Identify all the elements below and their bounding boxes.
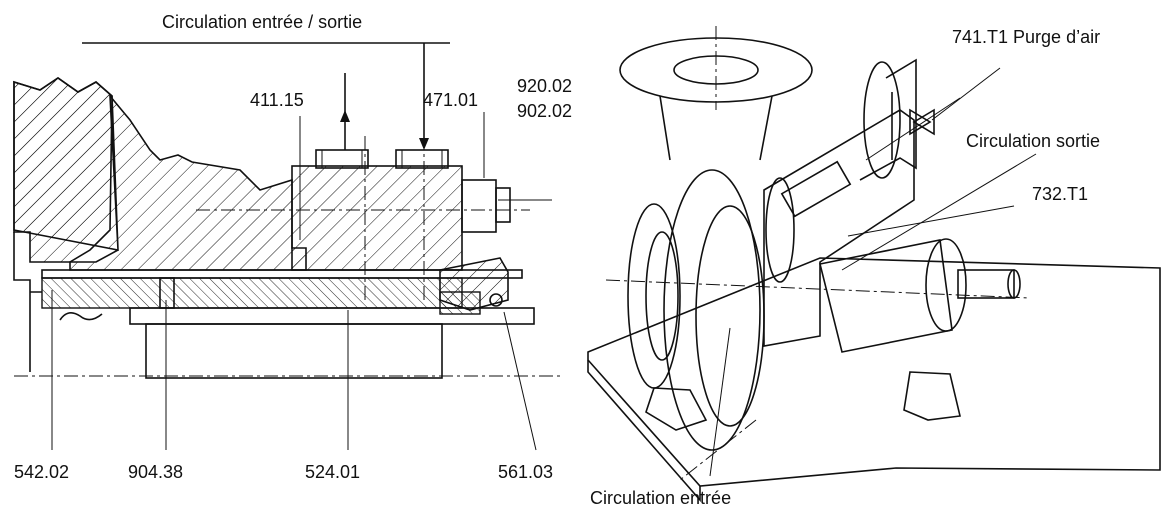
base-plate — [587, 257, 1161, 487]
label-circulation-out: Circulation sortie — [966, 131, 1100, 151]
label-471-01: 471.01 — [423, 90, 478, 110]
label-902-02: 902.02 — [517, 101, 572, 121]
sectional-view — [13, 42, 560, 451]
label-904-38: 904.38 — [128, 462, 183, 482]
valve-wheel — [863, 61, 901, 179]
casing-foot — [645, 387, 708, 431]
suction-flange — [627, 203, 681, 389]
bearing-bracket — [763, 109, 915, 347]
circulation-pipe — [859, 58, 917, 181]
shaft-sleeve-524-01 — [41, 277, 463, 309]
motor-shaft — [957, 269, 1015, 299]
label-circulation-in: Circulation entrée — [590, 488, 731, 508]
label-524-01: 524.01 — [305, 462, 360, 482]
label-circulation-in-out: Circulation entrée / sortie — [162, 12, 362, 32]
label-741-t1: 741.T1 Purge d’air — [952, 27, 1100, 47]
volute-casing — [663, 169, 761, 451]
casing-left-wall — [13, 77, 113, 263]
label-920-02: 920.02 — [517, 76, 572, 96]
bolt-head-left — [315, 149, 369, 169]
label-542-02: 542.02 — [14, 462, 69, 482]
seal-cover-block — [291, 165, 463, 271]
plug-902-02 — [461, 179, 497, 233]
seal-ring-disk — [765, 177, 795, 283]
label-561-03: 561.03 — [498, 462, 553, 482]
motor-body — [819, 239, 953, 353]
seal-ring-561-03 — [439, 291, 481, 315]
pump-perspective — [587, 26, 1161, 503]
bolt-head-right — [395, 149, 449, 169]
label-732-t1: 732.T1 — [1032, 184, 1088, 204]
pin-904-38 — [159, 277, 175, 309]
circulation-pipe-upper — [780, 160, 852, 218]
label-411-15: 411.15 — [250, 90, 304, 110]
